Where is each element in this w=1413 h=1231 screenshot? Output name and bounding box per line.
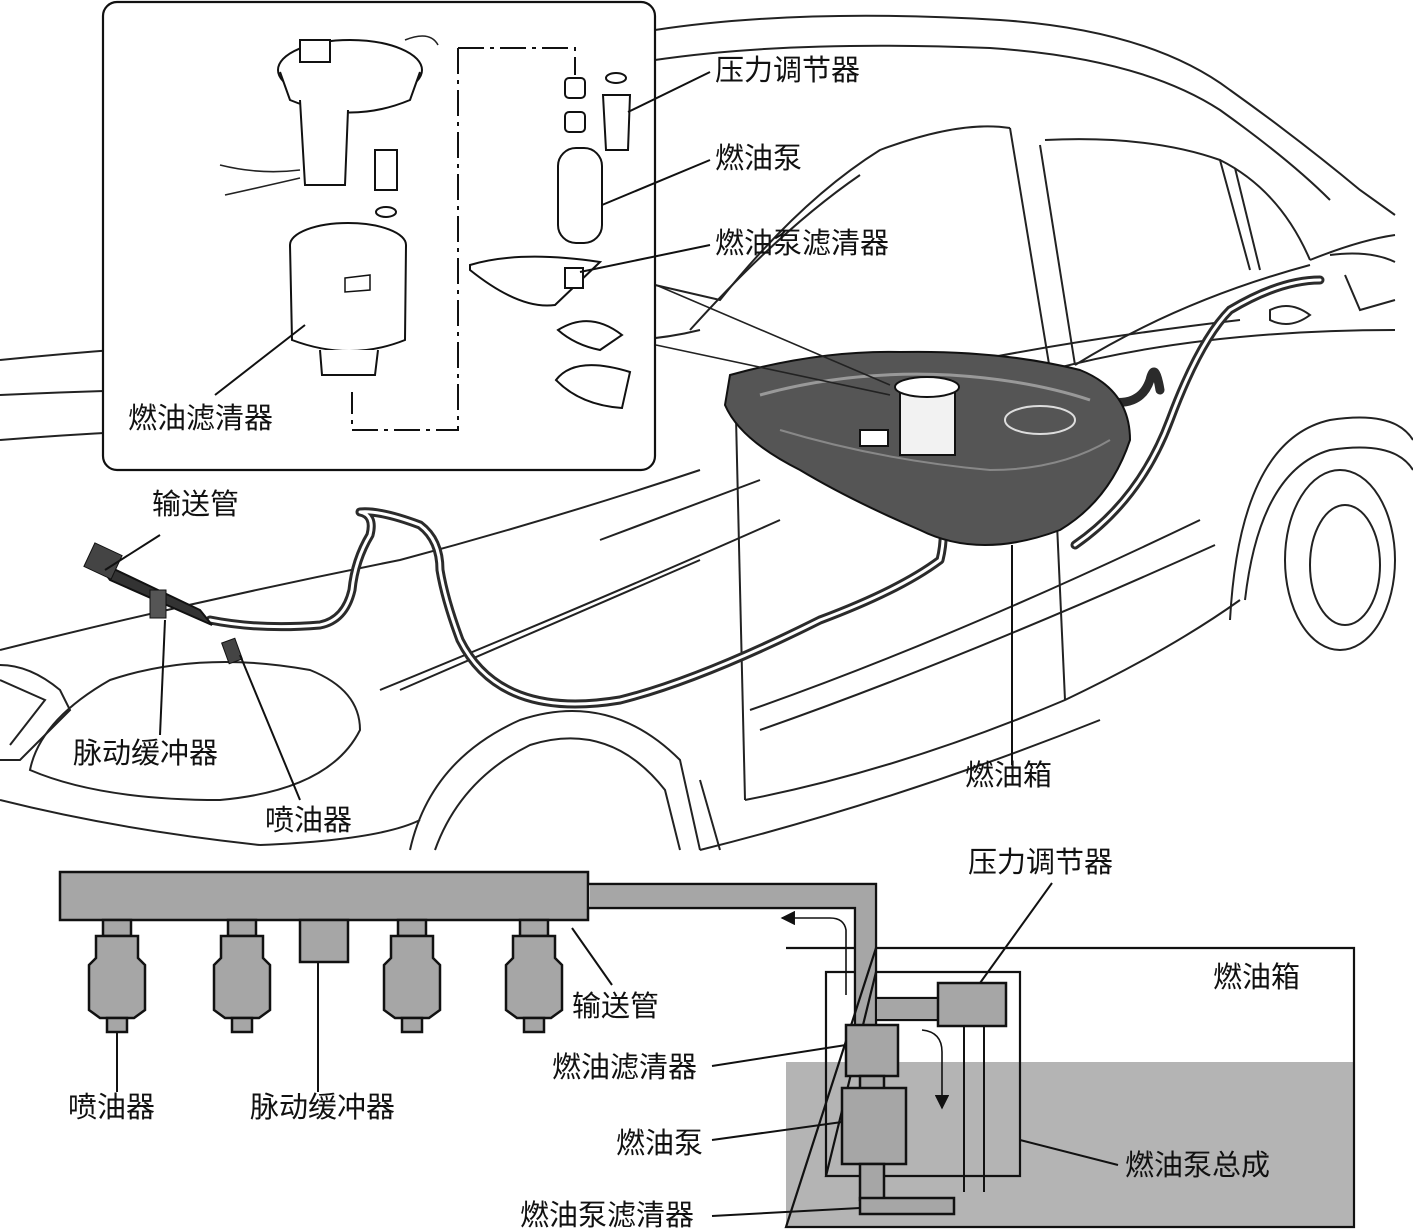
injector-2 bbox=[212, 918, 272, 1034]
check-valve bbox=[374, 149, 398, 218]
schematic-pressure-regulator-label: 压力调节器 bbox=[968, 845, 1113, 879]
component-inset bbox=[101, 0, 891, 472]
schematic-fuel-tank-label: 燃油箱 bbox=[1213, 960, 1300, 994]
injector-1 bbox=[87, 918, 147, 1034]
schematic-pulsation-damper-label: 脉动缓冲器 bbox=[250, 1090, 395, 1124]
schematic-fuel-filter-label: 燃油滤清器 bbox=[552, 1050, 697, 1084]
car-illustration bbox=[0, 14, 1413, 851]
inset-fuel-filter-label: 燃油滤清器 bbox=[128, 401, 273, 435]
delivery-rail bbox=[58, 870, 590, 922]
pump-bracket bbox=[219, 35, 439, 196]
schematic-fuel-pump-label: 燃油泵 bbox=[616, 1126, 703, 1160]
inset-fuel-pump-label: 燃油泵 bbox=[715, 141, 802, 175]
car-injector-label: 喷油器 bbox=[265, 803, 352, 837]
schematic-fuel-filter bbox=[844, 1023, 900, 1078]
schematic-pump-assembly-label: 燃油泵总成 bbox=[1125, 1148, 1270, 1182]
pump-parts bbox=[469, 72, 632, 410]
schematic-delivery-pipe-label: 输送管 bbox=[572, 989, 659, 1023]
schematic-fuel-pump bbox=[840, 1086, 908, 1166]
inset-pressure-regulator-label: 压力调节器 bbox=[715, 53, 860, 87]
injector-4 bbox=[504, 918, 564, 1034]
schematic-fuel-tank bbox=[784, 946, 1356, 1229]
car-delivery-pipe-label: 输送管 bbox=[152, 487, 239, 521]
fuel-filter-part bbox=[289, 222, 407, 376]
pulsation-damper bbox=[298, 918, 350, 964]
schematic-pump-strainer-label: 燃油泵滤清器 bbox=[520, 1198, 694, 1231]
schematic-pressure-regulator bbox=[936, 981, 1008, 1028]
fuel-schematic bbox=[58, 870, 1356, 1229]
car-pulsation-damper-label: 脉动缓冲器 bbox=[73, 736, 218, 770]
schematic-pump-strainer bbox=[858, 1196, 956, 1216]
injector-3 bbox=[382, 918, 442, 1034]
car-fuel-tank-label: 燃油箱 bbox=[965, 758, 1052, 792]
schematic-injector-label: 喷油器 bbox=[68, 1090, 155, 1124]
inset-pump-strainer-label: 燃油泵滤清器 bbox=[715, 226, 889, 260]
